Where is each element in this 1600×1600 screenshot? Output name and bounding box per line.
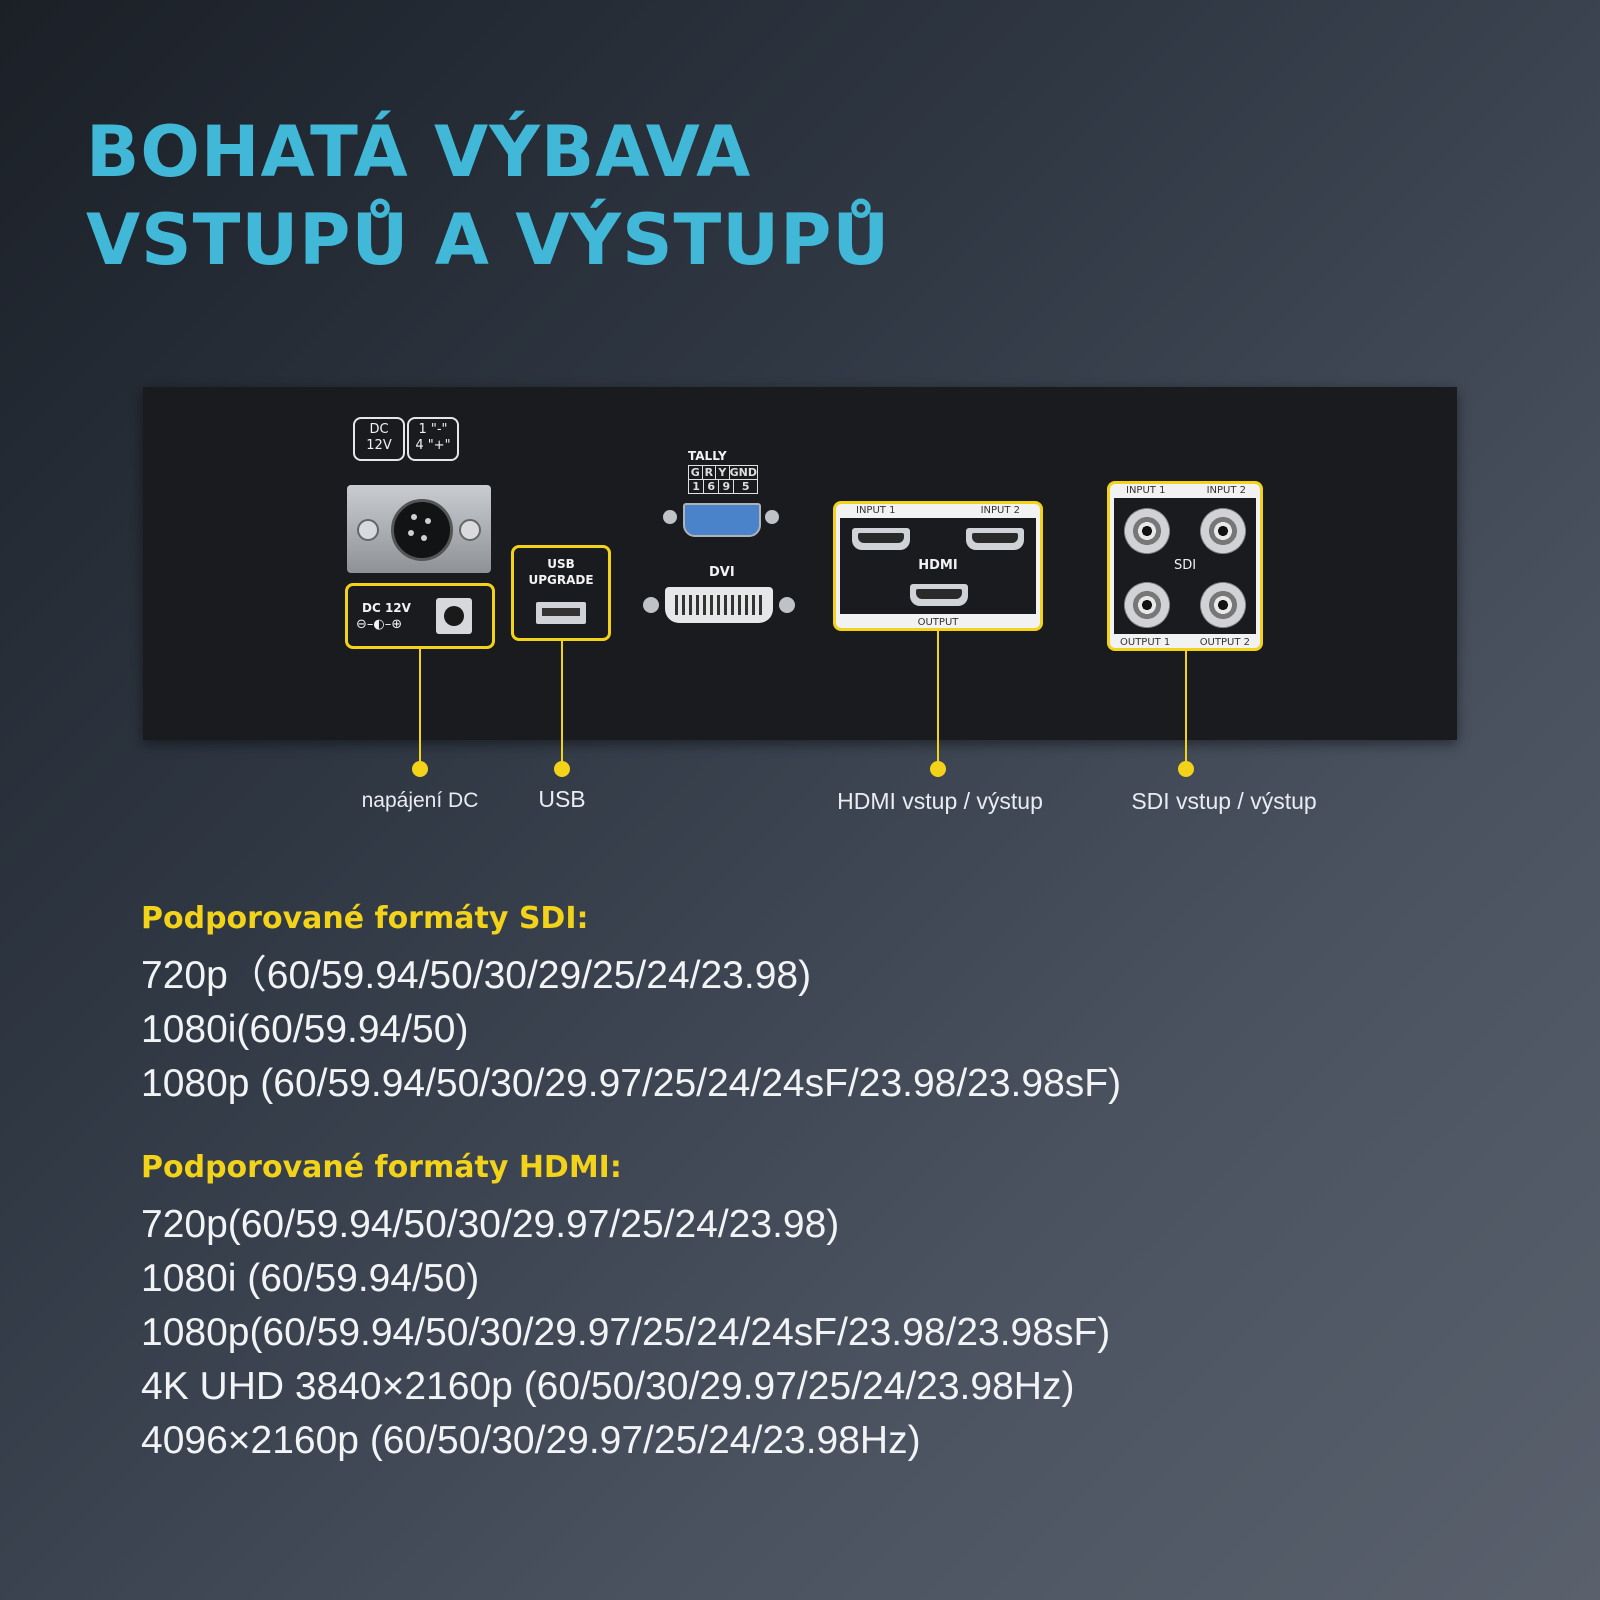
sdi-format-line: 1080p (60/59.94/50/30/29.97/25/24/24sF/2… [141, 1062, 1122, 1105]
sdi-format-line: 1080i(60/59.94/50) [141, 1008, 469, 1051]
tally-pin-r: R [703, 466, 717, 479]
callout-line-hdmi [937, 631, 939, 767]
sdi-input-2-label: INPUT 2 [1206, 485, 1246, 496]
dc-jack-box: DC 12V ⊖–◐–⊕ [345, 583, 495, 649]
callout-dot-sdi [1178, 761, 1194, 777]
hdmi-format-line: 1080i (60/59.94/50) [141, 1257, 480, 1300]
dc-jack-socket[interactable] [436, 598, 472, 634]
dc-polarity-symbol: ⊖–◐–⊕ [356, 617, 403, 632]
hdmi-formats-section: Podporované formáty HDMI: 720p(60/59.94/… [141, 1148, 1110, 1468]
hdmi-formats-heading: Podporované formáty HDMI: [141, 1150, 622, 1185]
callout-label-hdmi: HDMI vstup / výstup [837, 788, 1043, 814]
tally-pin-gnd: GND [729, 466, 758, 479]
sdi-input-1-label: INPUT 1 [1126, 485, 1166, 496]
tally-port[interactable] [663, 503, 779, 537]
callout-label-dc: napájení DC [361, 789, 479, 812]
headline-line-2: VSTUPŮ A VÝSTUPŮ [86, 199, 891, 281]
headline: BOHATÁ VÝBAVA VSTUPŮ A VÝSTUPŮ [86, 108, 890, 284]
screw-icon [765, 510, 779, 524]
hdmi-input-1-port[interactable] [852, 528, 910, 550]
usb-port[interactable] [536, 602, 586, 624]
hdmi-output-port[interactable] [910, 584, 968, 606]
callout-dot-usb [554, 761, 570, 777]
bnc-connector-icon[interactable] [1124, 582, 1170, 628]
screw-icon [663, 510, 677, 524]
pin-polarity-tag-line-2: 4 "+" [415, 438, 451, 453]
dc-voltage-tag-line-2: 12V [366, 438, 392, 453]
screw-icon [643, 597, 659, 613]
usb-label-line-1: USB [547, 557, 575, 571]
callout-line-sdi [1185, 651, 1187, 767]
screw-icon [459, 519, 481, 541]
sdi-box: INPUT 1 INPUT 2 SDI OUTPUT 1 OUTPUT 2 [1107, 481, 1263, 651]
tally-pin-number: 5 [741, 480, 750, 493]
hdmi-output-label: OUTPUT [917, 617, 959, 628]
tally-pin-number: 6 [704, 480, 720, 493]
sdi-format-line: 720p（60/59.94/50/30/29/25/24/23.98) [141, 954, 812, 997]
sdi-formats-heading: Podporované formáty SDI: [141, 901, 589, 936]
hdmi-format-line: 4K UHD 3840×2160p (60/50/30/29.97/25/24/… [141, 1365, 1075, 1408]
hdmi-input-2-port[interactable] [966, 528, 1024, 550]
hdmi-format-line: 720p(60/59.94/50/30/29.97/25/24/23.98) [141, 1203, 840, 1246]
sdi-output-1-label: OUTPUT 1 [1120, 637, 1171, 648]
callout-dot-dc [412, 761, 428, 777]
hdmi-format-line: 4096×2160p (60/50/30/29.97/25/24/23.98Hz… [141, 1419, 921, 1462]
sdi-center-label: SDI [1173, 558, 1197, 573]
screw-icon [357, 519, 379, 541]
hdmi-box: INPUT 1 INPUT 2 HDMI OUTPUT [833, 501, 1043, 631]
sdi-formats-section: Podporované formáty SDI: 720p（60/59.94/5… [141, 899, 1121, 1111]
hdmi-input-2-label: INPUT 2 [980, 505, 1020, 516]
screw-icon [779, 597, 795, 613]
xlr-power-connector[interactable] [347, 485, 491, 573]
tally-pin-number: 9 [719, 480, 735, 493]
dc-voltage-tag: DC 12V [353, 417, 405, 461]
sdi-output-2-label: OUTPUT 2 [1199, 637, 1250, 648]
tally-label: TALLY [688, 449, 727, 463]
headline-line-1: BOHATÁ VÝBAVA [86, 111, 752, 193]
tally-pin-number: 1 [689, 480, 705, 493]
callout-line-usb [561, 641, 563, 767]
tally-pin-g: G [689, 466, 703, 479]
tally-pin-table: G R Y GND 1 6 9 5 [688, 465, 758, 494]
callout-dot-hdmi [930, 761, 946, 777]
tally-pin-y: Y [716, 466, 730, 479]
xlr-socket-icon [391, 499, 453, 561]
pin-polarity-tag: 1 "-" 4 "+" [407, 417, 459, 461]
usb-upgrade-box: USB UPGRADE [511, 545, 611, 641]
callout-label-sdi: SDI vstup / výstup [1131, 788, 1317, 814]
bnc-connector-icon[interactable] [1200, 508, 1246, 554]
dc-jack-label: DC 12V [362, 601, 411, 615]
dc-voltage-tag-line-1: DC [369, 422, 389, 437]
pin-polarity-tag-line-1: 1 "-" [418, 422, 448, 437]
dvi-port[interactable] [643, 587, 795, 623]
bnc-connector-icon[interactable] [1200, 582, 1246, 628]
hdmi-center-label: HDMI [918, 558, 958, 573]
connector-panel: DC 12V 1 "-" 4 "+" DC 12V ⊖–◐–⊕ USB UPGR… [143, 387, 1457, 740]
bnc-connector-icon[interactable] [1124, 508, 1170, 554]
dvi-label: DVI [709, 565, 735, 580]
callout-label-usb: USB [538, 786, 586, 812]
callout-line-dc [419, 649, 421, 767]
usb-label-line-2: UPGRADE [528, 573, 594, 587]
hdmi-input-1-label: INPUT 1 [856, 505, 896, 516]
hdmi-format-line: 1080p(60/59.94/50/30/29.97/25/24/24sF/23… [141, 1311, 1111, 1354]
